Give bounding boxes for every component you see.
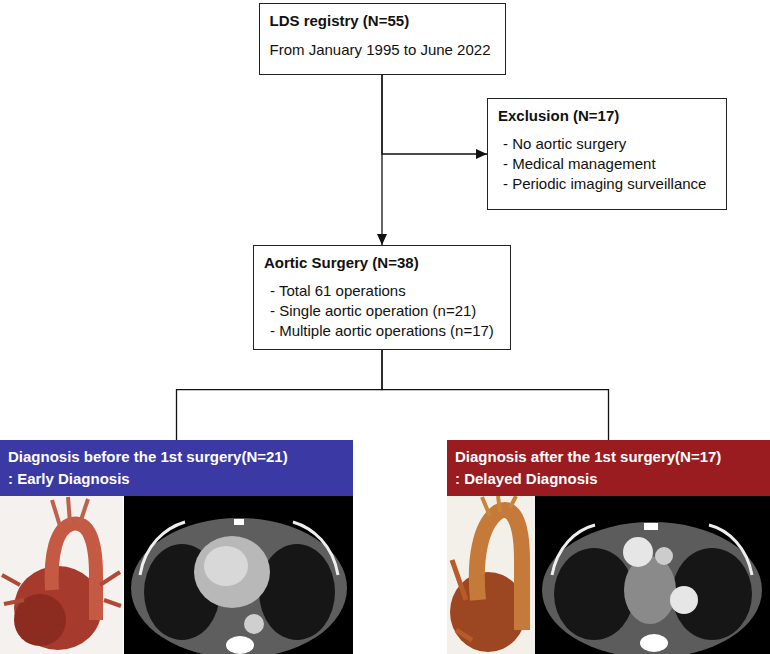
ct-sternum (644, 523, 658, 530)
ct-spine (640, 634, 668, 652)
ct-body (131, 518, 347, 654)
vessel-render (52, 497, 88, 526)
group-header-band: Diagnosis after the 1st surgery(N=17): D… (447, 440, 770, 496)
ct-rib (552, 525, 752, 575)
image-ground (0, 495, 123, 654)
ct-aorta (623, 537, 653, 567)
registry-box: LDS registry (N=55) From January 1995 to … (259, 3, 506, 75)
vessel-render (482, 496, 516, 516)
ct-sternum (234, 519, 244, 525)
node-heading: Exclusion (N=17) (498, 106, 619, 126)
node-text: - Medical management (503, 154, 656, 174)
node-text: - Single aortic operation (n=21) (270, 301, 476, 321)
ct-rib (140, 522, 338, 575)
ct-aorta (244, 614, 264, 634)
node-heading: LDS registry (N=55) (270, 11, 410, 31)
ct-lung (259, 544, 335, 640)
node-text: - Periodic imaging surveillance (503, 174, 706, 194)
group-header-band: Diagnosis before the 1st surgery(N=21): … (0, 440, 353, 496)
aorta-render (52, 523, 96, 620)
ct-pulmonary-artery (655, 547, 673, 565)
node-heading: Diagnosis before the 1st surgery(N=21) (8, 446, 288, 468)
node-text: : Delayed Diagnosis (455, 468, 598, 490)
ct-mediastinum (624, 556, 676, 624)
node-heading: Diagnosis after the 1st surgery(N=17) (455, 446, 721, 468)
ct-lung (554, 548, 634, 640)
node-text: From January 1995 to June 2022 (270, 40, 491, 60)
node-heading: Aortic Surgery (N=38) (264, 253, 419, 273)
node-text: - No aortic surgery (503, 134, 626, 154)
aorta-render (477, 510, 522, 630)
node-text: - Multiple aortic operations (n=17) (270, 321, 494, 341)
connector (177, 350, 383, 440)
surgery-box: Aortic Surgery (N=38) - Total 61 operatio… (253, 245, 511, 350)
connector (382, 350, 609, 440)
exclusion-box: Exclusion (N=17) - No aortic surgery- Med… (487, 98, 727, 210)
ct-spine (226, 636, 254, 654)
vessel-render (2, 572, 121, 606)
ct-aorta (670, 586, 698, 614)
ct-aneurysm (194, 536, 270, 608)
image-ground (447, 495, 535, 654)
ct-body (542, 522, 762, 654)
node-text: : Early Diagnosis (8, 468, 130, 490)
vessel-render (452, 560, 472, 640)
node-text: - Total 61 operations (270, 281, 406, 301)
ct-aneurysm (204, 546, 248, 586)
connector (382, 75, 487, 154)
